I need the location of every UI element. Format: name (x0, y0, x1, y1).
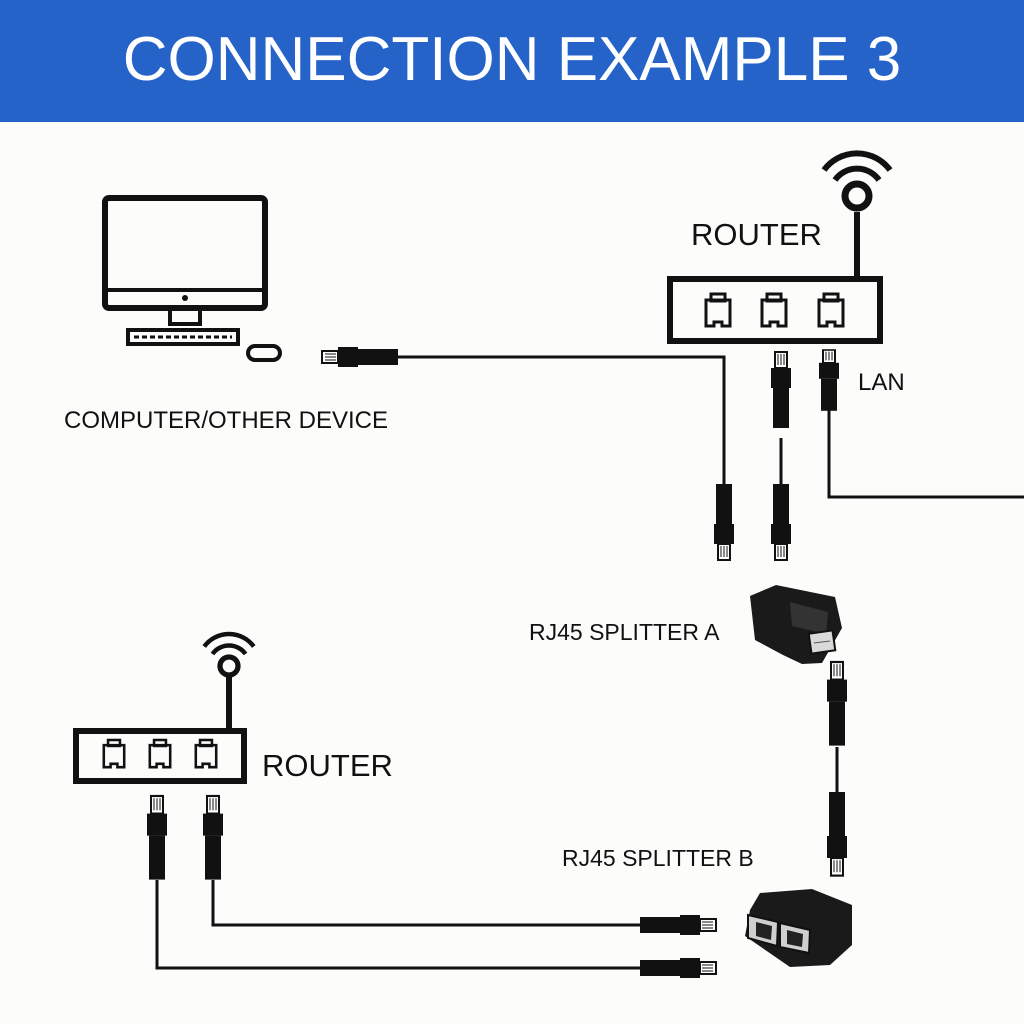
plug-splitter-b-output-2 (639, 957, 717, 979)
plug-splitter-b-input (825, 790, 849, 877)
router-top-port-3 (817, 292, 845, 328)
plug-splitter-a-output (825, 660, 849, 747)
diagram-title: CONNECTION EXAMPLE 3 (122, 25, 902, 94)
router-bottom-icon (73, 634, 254, 784)
cable-router-bottom-to-splitter-b-1 (211, 880, 640, 927)
label-computer: COMPUTER/OTHER DEVICE (64, 407, 388, 434)
title-banner (0, 0, 1024, 122)
plug-router-bottom-port-1 (145, 794, 169, 881)
label-splitter-a: RJ45 SPLITTER A (529, 619, 720, 645)
router-bottom-port-1 (102, 738, 126, 769)
label-router-top: ROUTER (691, 217, 822, 252)
cable-lan (827, 410, 1024, 499)
rj45-splitter-a-icon (750, 585, 842, 664)
plug-splitter-b-output-1 (639, 914, 717, 936)
router-top-icon (667, 153, 890, 344)
computer-icon (102, 195, 282, 362)
plug-splitter-a-input-2 (770, 483, 792, 561)
plug-splitter-a-input-1 (713, 483, 735, 561)
rj45-splitter-b-icon (745, 889, 852, 967)
label-lan: LAN (858, 369, 905, 396)
plug-computer (321, 346, 399, 368)
router-top-port-2 (760, 292, 788, 328)
cable-computer-to-splitter-a (396, 355, 726, 486)
router-top-port-1 (704, 292, 732, 328)
cable-router-bottom-to-splitter-b-2 (155, 880, 640, 970)
router-bottom-port-3 (194, 738, 218, 769)
plug-router-top-lan (818, 349, 840, 412)
label-splitter-b: RJ45 SPLITTER B (562, 845, 754, 871)
plug-router-bottom-port-3 (201, 794, 225, 881)
router-bottom-port-2 (148, 738, 172, 769)
plug-router-top-port-2 (770, 351, 792, 429)
label-router-bottom: ROUTER (262, 748, 393, 783)
